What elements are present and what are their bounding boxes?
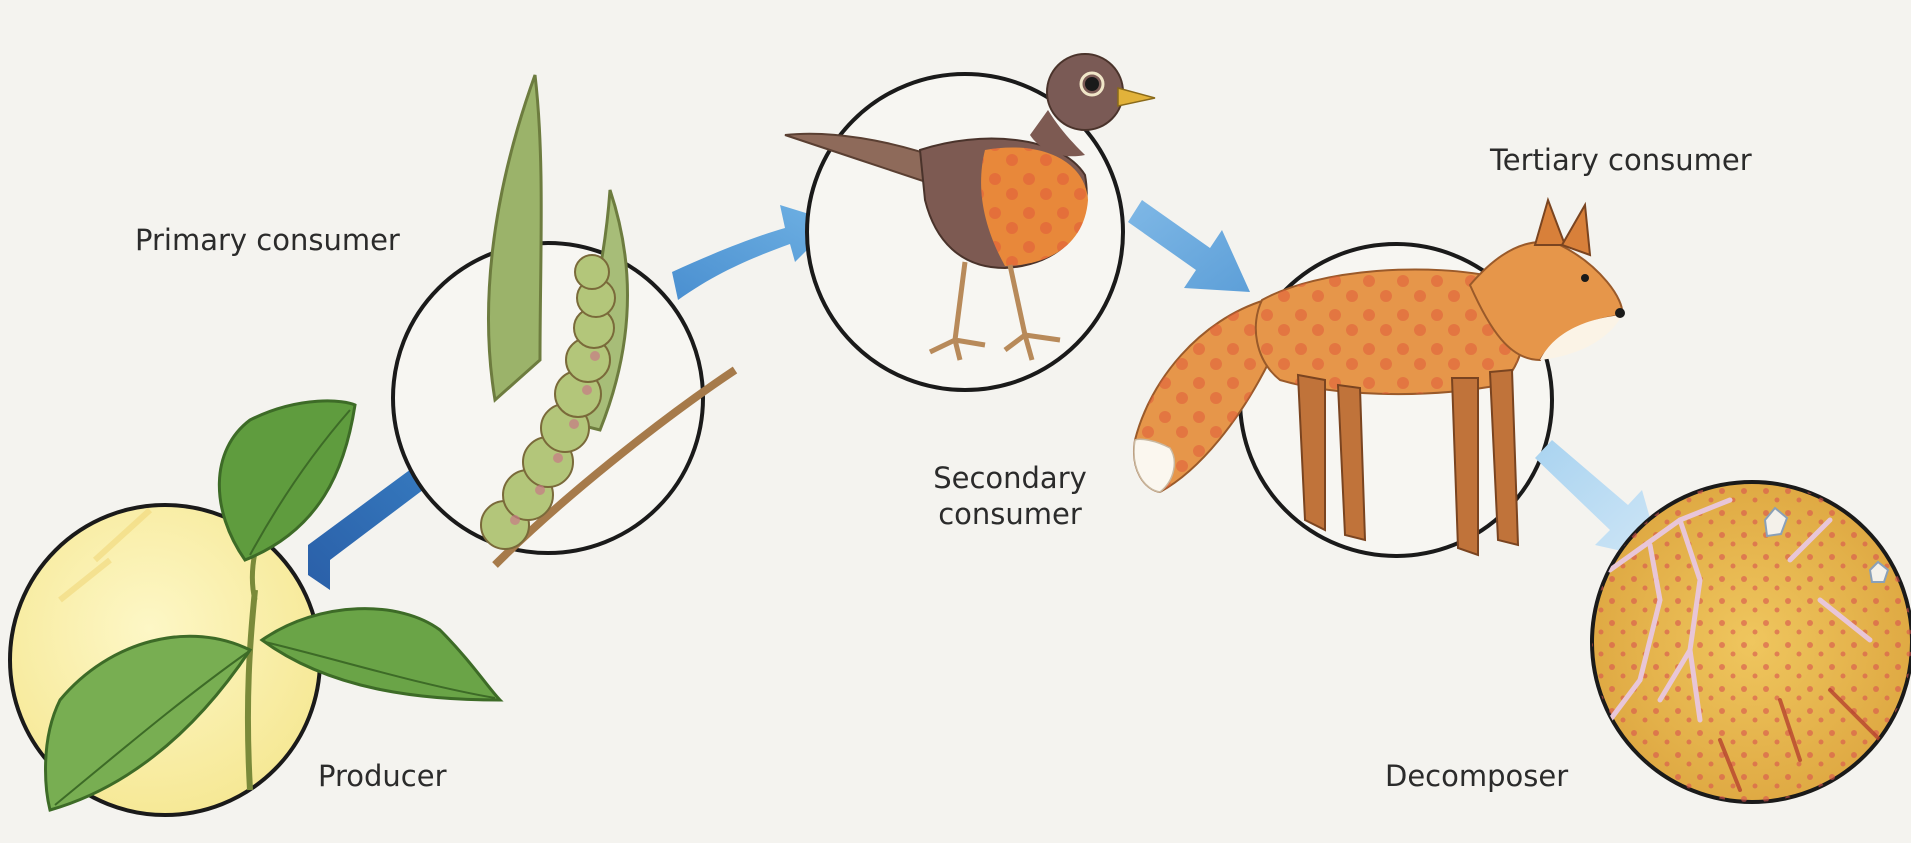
decomposer-label: Decomposer xyxy=(1385,758,1568,794)
primary-consumer-stage xyxy=(393,75,735,565)
secondary-consumer-label-line2: consumer xyxy=(870,496,1150,532)
primary-consumer-label: Primary consumer xyxy=(135,222,400,258)
secondary-consumer-stage xyxy=(785,54,1155,390)
secondary-consumer-label: Secondary consumer xyxy=(870,460,1150,532)
arrow-secondary-to-tertiary xyxy=(1128,200,1250,292)
secondary-consumer-label-line1: Secondary xyxy=(870,460,1150,496)
decomposer-stage xyxy=(1590,480,1911,810)
producer-label: Producer xyxy=(318,758,447,794)
tertiary-consumer-label: Tertiary consumer xyxy=(1490,142,1752,178)
